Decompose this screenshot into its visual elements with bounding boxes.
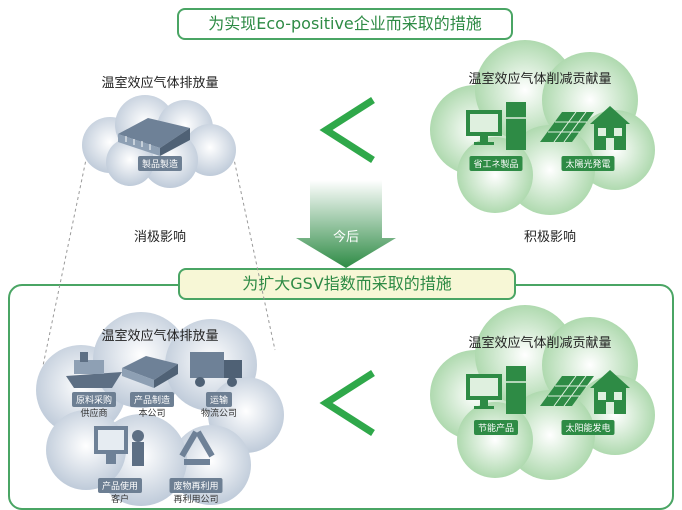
top-left-title: 温室效应气体排放量 [101, 76, 219, 91]
item-tag-product-use: 产品使用 [97, 478, 143, 493]
bottom-right-tag-energy: 节能产品 [473, 420, 519, 435]
solar-house-icon [540, 106, 630, 150]
item-sub-recycler: 再利用公司 [173, 495, 219, 505]
top-right-title: 温室效应气体削减贡献量 [468, 72, 612, 87]
bottom-right-cloud [430, 305, 655, 480]
item-sub-logistics: 物流公司 [200, 409, 238, 419]
bottom-left-title: 温室效应气体排放量 [101, 329, 219, 344]
positive-impact-label: 积极影响 [523, 230, 576, 245]
item-sub-company: 本公司 [138, 409, 166, 419]
down-arrow-icon [296, 180, 396, 268]
bottom-chevron-icon [319, 370, 375, 436]
item-sub-supplier: 供应商 [80, 409, 108, 419]
monitor-fridge-icon-bottom [466, 366, 526, 414]
item-sub-customer: 客户 [110, 495, 130, 505]
bottom-right-tag-solar: 太阳能发电 [561, 420, 615, 435]
negative-impact-label: 消极影响 [133, 230, 186, 245]
recycle-icon [179, 430, 215, 465]
factory-small-icon [122, 356, 178, 388]
solar-house-icon-bottom [540, 370, 630, 414]
monitor-fridge-icon [466, 102, 526, 150]
bottom-right-title: 温室效应气体削减贡献量 [468, 336, 612, 351]
item-tag-manufacturing: 产品制造 [129, 392, 175, 407]
item-tag-recycling: 废物再利用 [169, 478, 223, 493]
factory-icon [118, 118, 190, 156]
user-monitor-icon [94, 426, 144, 466]
arrow-label: 今后 [332, 230, 359, 245]
ship-icon [66, 352, 122, 388]
top-right-tag-energy: 省工ネ製品 [469, 156, 523, 171]
top-right-tag-solar: 太陽光発電 [561, 156, 615, 171]
item-tag-raw-material: 原料采购 [71, 392, 117, 407]
top-title: 为实现Eco-positive企业而采取的措施 [177, 8, 513, 40]
top-chevron-icon [319, 97, 375, 163]
item-tag-transport: 运输 [205, 392, 233, 407]
truck-icon [190, 352, 242, 387]
bottom-title: 为扩大GSV指数而采取的措施 [178, 268, 516, 300]
top-left-tag: 製品製造 [137, 156, 183, 171]
